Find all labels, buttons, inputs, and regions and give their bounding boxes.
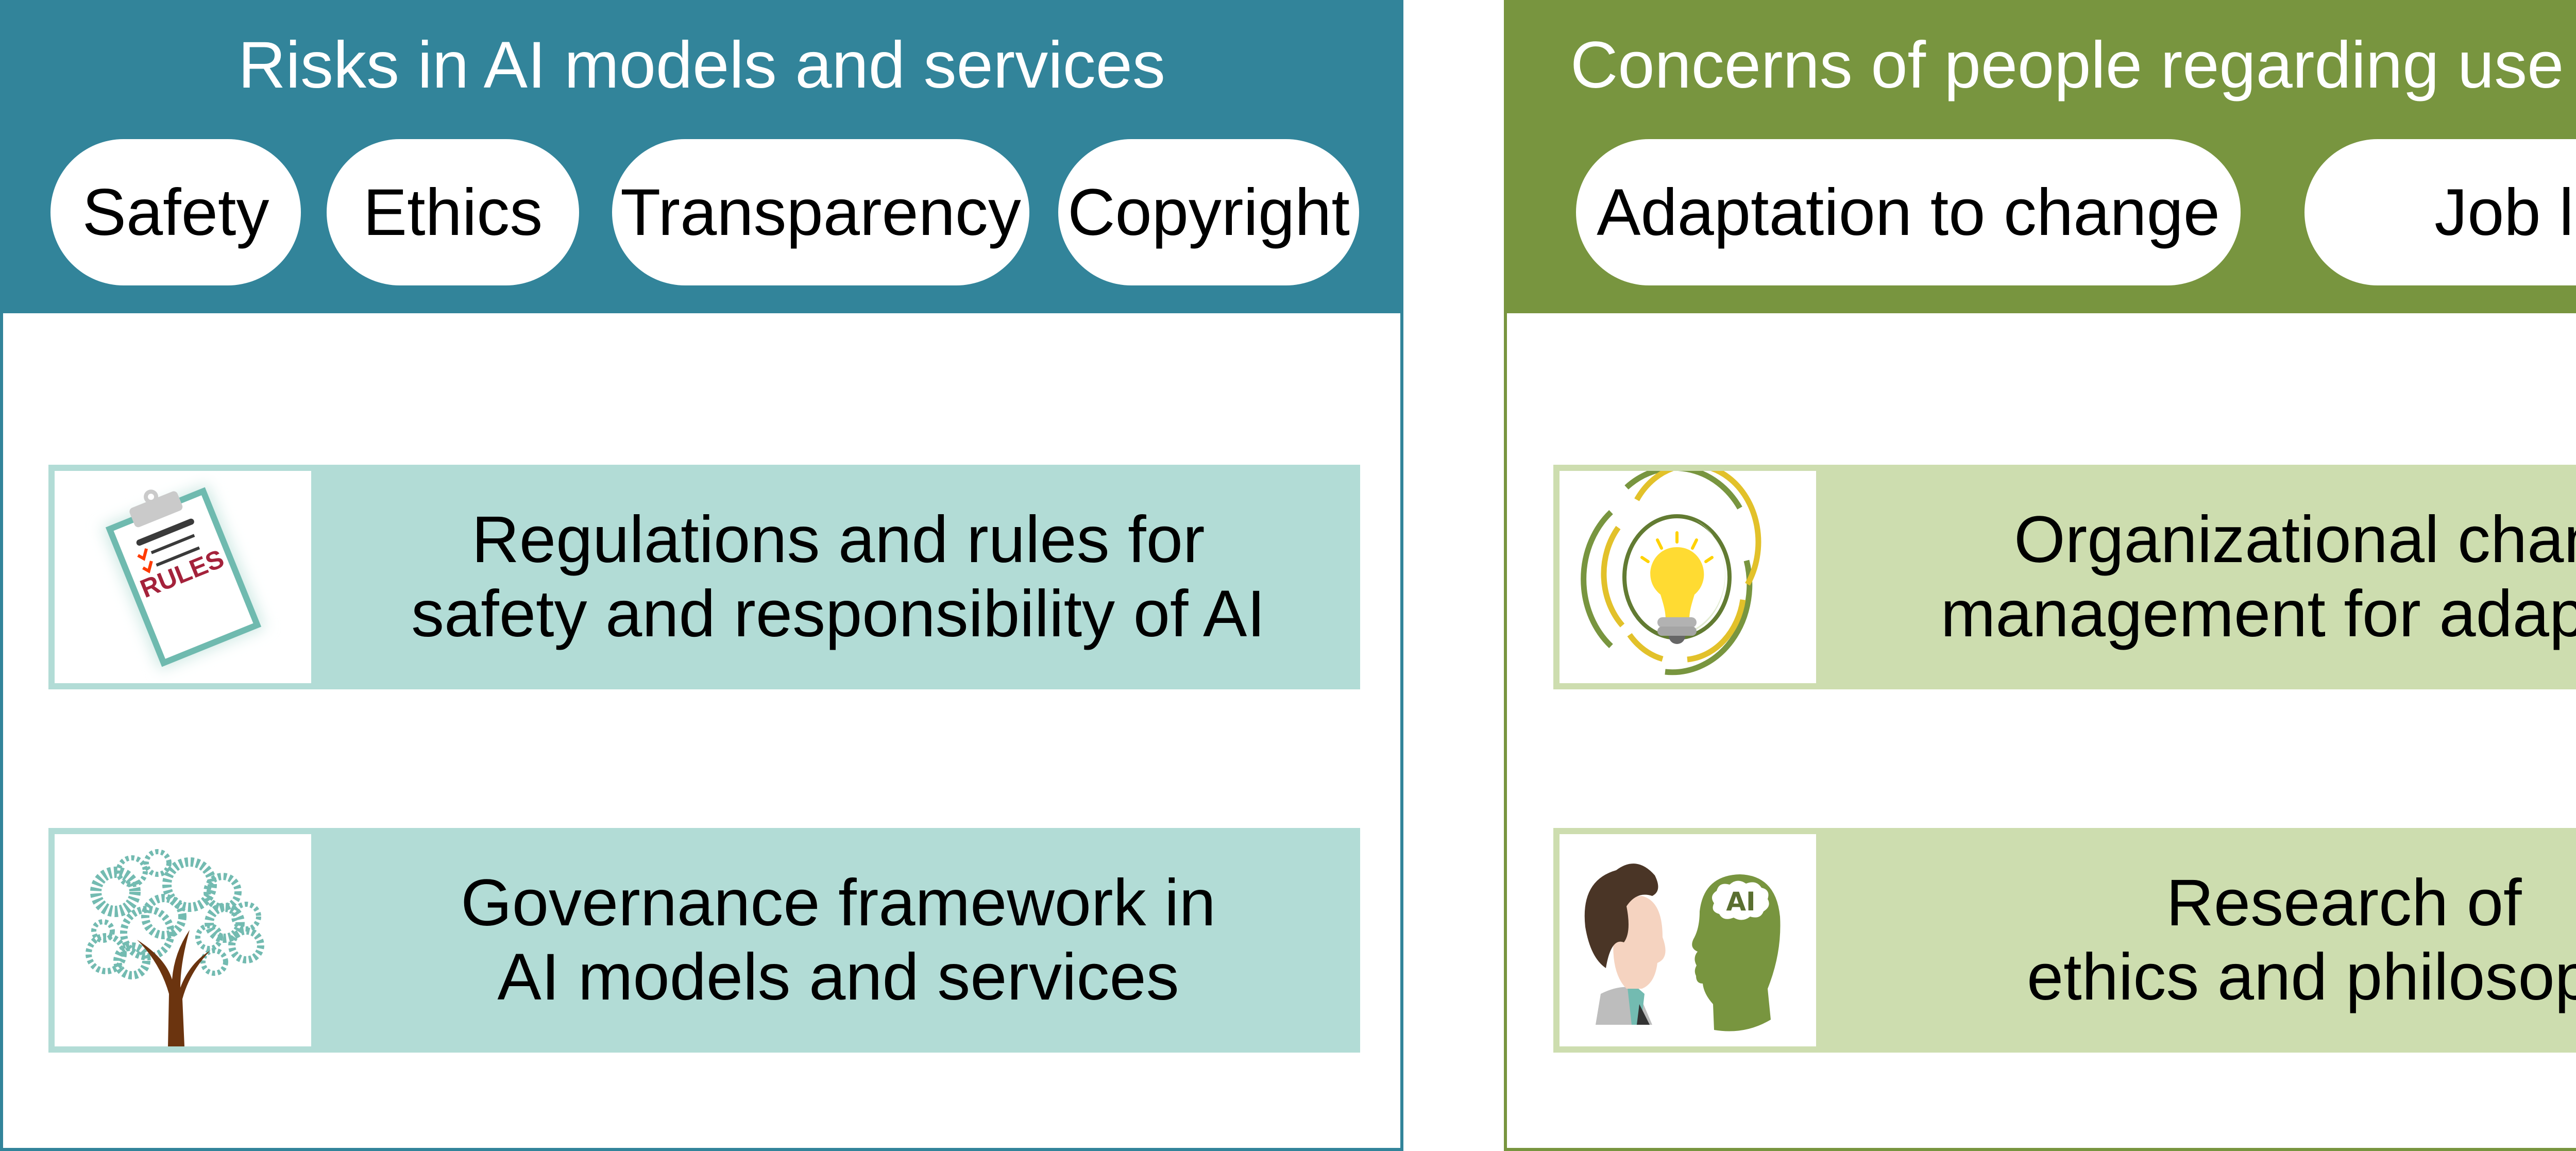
regulations-row: RULES Regulations and rules for safety a… <box>48 465 1360 689</box>
ethics-research-line2: ethics and philosophy <box>2026 940 2576 1014</box>
governance-text: Governance framework in AI models and se… <box>316 828 1360 1053</box>
regulations-line1: Regulations and rules for <box>471 503 1205 577</box>
risks-panel: Risks in AI models and services Safety E… <box>0 0 1403 1151</box>
change-management-line2: management for adaptation <box>1940 577 2576 651</box>
tag-job-loss: Job loss <box>2304 139 2576 285</box>
regulations-text: Regulations and rules for safety and res… <box>316 465 1360 689</box>
gear-tree-icon <box>55 834 311 1046</box>
clipboard-rules-icon: RULES <box>55 471 311 683</box>
tag-safety: Safety <box>50 139 301 285</box>
risks-title: Risks in AI models and services <box>238 28 1165 102</box>
concerns-title: Concerns of people regarding use of GenA… <box>1570 28 2576 102</box>
concerns-header: Concerns of people regarding use of GenA… <box>1504 0 2576 313</box>
governance-line1: Governance framework in <box>461 866 1216 940</box>
human-ai-head-icon: AI <box>1560 834 1816 1046</box>
tag-transparency: Transparency <box>612 139 1029 285</box>
change-management-row: Organizational change management for ada… <box>1553 465 2576 689</box>
tag-adaptation-to-change: Adaptation to change <box>1576 139 2241 285</box>
lightbulb-icon <box>1560 471 1816 683</box>
change-management-text: Organizational change management for ada… <box>1821 465 2576 689</box>
ethics-research-line1: Research of <box>2166 866 2522 940</box>
ethics-research-row: AI Research of ethics and philosophy <box>1553 828 2576 1053</box>
svg-text:AI: AI <box>1726 887 1755 917</box>
ethics-research-text: Research of ethics and philosophy <box>1821 828 2576 1053</box>
tag-ethics: Ethics <box>327 139 579 285</box>
change-management-line1: Organizational change <box>2014 503 2576 577</box>
tag-copyright: Copyright <box>1058 139 1359 285</box>
governance-line2: AI models and services <box>497 940 1179 1014</box>
regulations-line2: safety and responsibility of AI <box>411 577 1265 651</box>
concerns-panel: Concerns of people regarding use of GenA… <box>1504 0 2576 1151</box>
governance-row: Governance framework in AI models and se… <box>48 828 1360 1053</box>
risks-header: Risks in AI models and services Safety E… <box>0 0 1403 313</box>
